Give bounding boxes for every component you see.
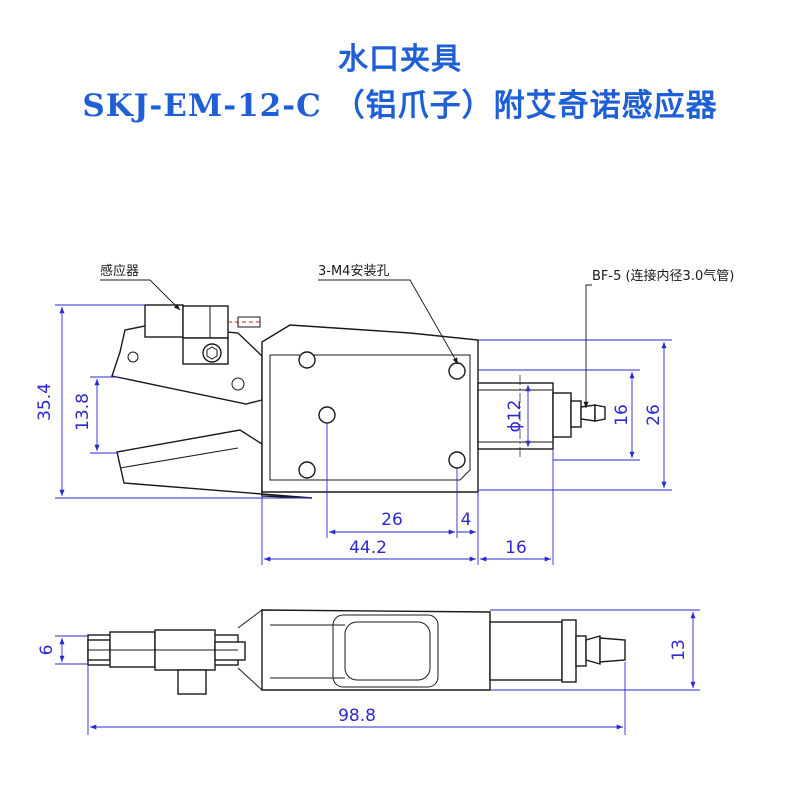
body-inner-outline bbox=[269, 354, 471, 481]
mount-hole-2 bbox=[318, 406, 336, 424]
side-view bbox=[87, 609, 626, 695]
note-sensor: 感应器 bbox=[100, 263, 139, 279]
lower-jaw-edge bbox=[119, 447, 239, 469]
main-body bbox=[261, 324, 479, 493]
leader-fitting bbox=[583, 284, 592, 408]
side-fitting-barb-1 bbox=[585, 635, 601, 665]
sensor-screw bbox=[202, 343, 222, 363]
side-cylinder-cap bbox=[561, 619, 577, 683]
dim-cylinder-length: 16 bbox=[505, 538, 527, 558]
title-description: （铝爪子）附艾奇诺感应器 bbox=[333, 88, 718, 124]
dim-body-height: 26 bbox=[644, 404, 664, 426]
fitting-barb-2 bbox=[594, 404, 606, 422]
side-fitting-barb-2 bbox=[599, 637, 626, 663]
dim-jaw-opening: 13.8 bbox=[73, 393, 93, 431]
note-fitting: BF-5 (连接内径3.0气管) bbox=[592, 268, 734, 284]
title-model: SKJ-EM-12-C bbox=[82, 88, 322, 124]
dim-total-length: 98.8 bbox=[338, 706, 376, 726]
callouts: 感应器 3-M4安装孔 BF-5 (连接内径3.0气管) bbox=[100, 263, 734, 408]
sensor-cable bbox=[237, 316, 261, 328]
side-slot-inner bbox=[344, 621, 431, 681]
side-fitting-nut bbox=[575, 635, 587, 667]
dim-body-length: 44.2 bbox=[349, 538, 387, 558]
dim-side-thickness: 6 bbox=[37, 645, 57, 656]
mount-hole-5 bbox=[448, 451, 466, 469]
jaw-pivot-hole bbox=[127, 351, 139, 363]
leader-mount-holes bbox=[318, 279, 459, 365]
hex-socket-icon bbox=[206, 346, 218, 360]
side-body-chamfer bbox=[237, 609, 263, 691]
side-sensor-screw bbox=[177, 669, 207, 695]
fitting-nut bbox=[570, 400, 582, 428]
dim-hole-spacing: 26 bbox=[381, 510, 403, 530]
dim-fitting-height: 16 bbox=[612, 404, 632, 426]
dim-side-height: 13 bbox=[669, 639, 689, 661]
mount-hole-3 bbox=[298, 461, 316, 479]
side-connector bbox=[214, 641, 246, 661]
side-cylinder bbox=[489, 621, 563, 681]
title-line-1: 水口夹具 bbox=[338, 42, 462, 77]
title-line-2: SKJ-EM-12-C （铝爪子）附艾奇诺感应器 bbox=[0, 80, 800, 125]
mount-hole-1 bbox=[298, 351, 316, 369]
side-view-dimensions: 6 13 98.8 bbox=[37, 609, 700, 735]
sensor-bracket bbox=[144, 304, 184, 338]
cylinder bbox=[477, 382, 554, 450]
leader-sensor bbox=[100, 279, 181, 311]
side-slot-outer bbox=[332, 614, 439, 688]
note-mount-holes: 3-M4安装孔 bbox=[318, 264, 389, 279]
cylinder-cap bbox=[552, 392, 572, 438]
dim-hole-offset: 4 bbox=[461, 510, 472, 530]
dim-cylinder-diameter: ϕ12 bbox=[505, 400, 525, 433]
mount-hole-4 bbox=[448, 362, 466, 380]
fitting-barb-1 bbox=[580, 404, 596, 422]
top-view bbox=[111, 304, 606, 499]
sensor-head bbox=[182, 305, 229, 339]
top-view-dimensions: 35.4 13.8 ϕ12 16 26 26 4 44.2 bbox=[35, 304, 672, 565]
dim-height-total: 35.4 bbox=[35, 383, 55, 421]
jaw-pin-hole bbox=[231, 377, 245, 391]
